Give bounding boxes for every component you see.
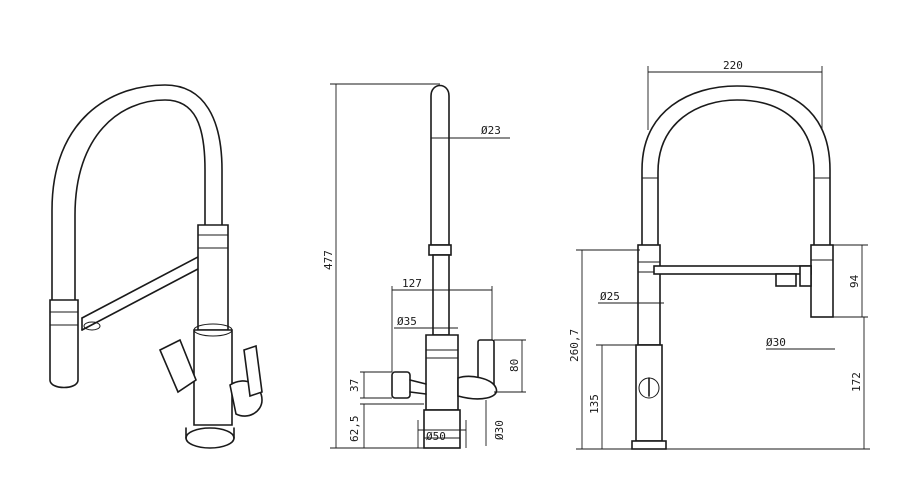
isometric-view [49, 84, 263, 449]
dim-height-total: 477 [322, 250, 335, 270]
dim-handle-span: 127 [402, 277, 422, 290]
dim-head-bottom-height: 172 [850, 372, 863, 392]
dim-spout-diameter: Ø23 [481, 124, 501, 137]
dim-handle-diameter: Ø30 [493, 420, 506, 440]
dim-spout-diameter-front: Ø25 [600, 290, 620, 303]
front-view: 220 94 260,7 Ø25 Ø30 135 172 [568, 59, 870, 450]
dim-head-diameter: Ø30 [766, 336, 786, 349]
dim-width: 220 [723, 59, 743, 72]
dim-left-handle-height: 37 [348, 379, 361, 392]
dim-body-height: 135 [588, 394, 601, 414]
dim-outlet-height: 260,7 [568, 329, 581, 362]
dim-hose-height: 94 [848, 274, 861, 288]
side-view: 477 Ø23 127 Ø35 80 37 62,5 Ø50 Ø30 [322, 83, 526, 449]
dim-handle-height: 80 [508, 359, 521, 372]
dim-base-height: 62,5 [348, 416, 361, 443]
dim-base-diameter: Ø50 [426, 430, 446, 443]
dim-body-diameter: Ø35 [397, 315, 417, 328]
